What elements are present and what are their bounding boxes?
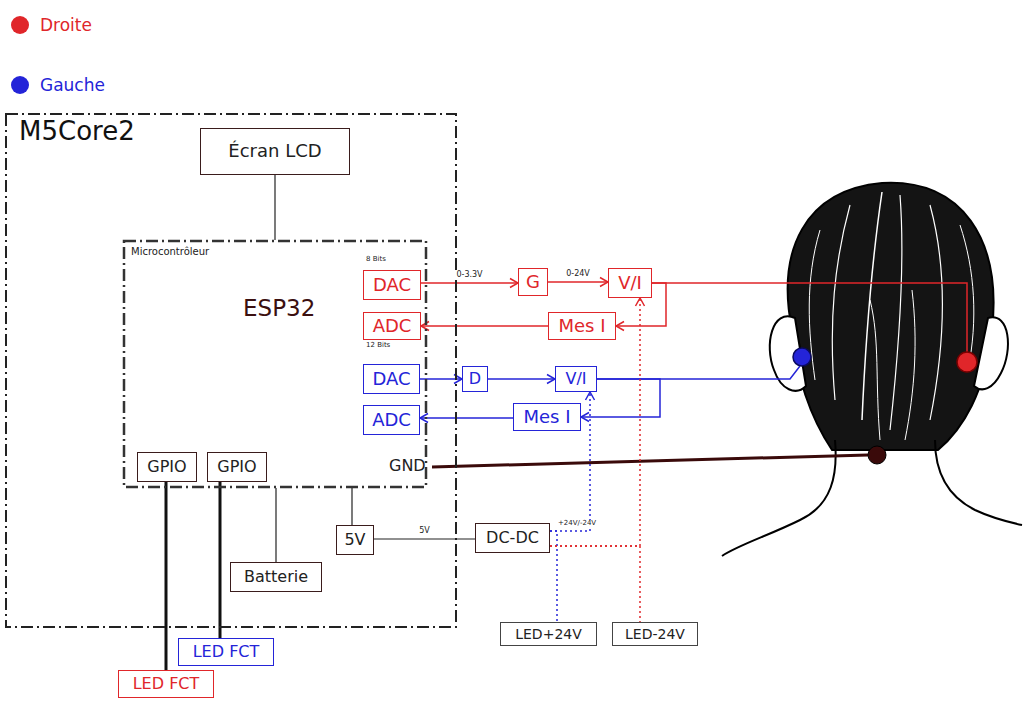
arrow-head: [547, 375, 555, 384]
dac-box: DAC: [363, 364, 420, 394]
battery-box: Batterie: [230, 562, 322, 592]
divider-box: D: [462, 366, 488, 392]
box-label: Écran LCD: [228, 141, 321, 162]
ground-electrode: [868, 446, 886, 464]
neck-right: [935, 440, 1022, 525]
signal-range: 0-24V: [565, 270, 591, 279]
supply-box: 5V: [336, 525, 374, 555]
box-label: GPIO: [147, 458, 186, 476]
box-label: 5V: [344, 531, 365, 549]
box-label: DC-DC: [486, 529, 539, 547]
box-label: D: [469, 370, 481, 388]
connector: [421, 325, 548, 327]
connector: [374, 538, 475, 539]
box-label: V/I: [618, 273, 642, 294]
frame-border: [6, 114, 456, 627]
connector: [165, 482, 168, 670]
gpio-box: GPIO: [207, 452, 267, 482]
arrow-head: [636, 298, 645, 306]
legend-text: Droite: [40, 16, 92, 35]
hair: [788, 183, 994, 450]
dac-box: DAC: [363, 270, 421, 300]
right-ear: [974, 317, 1008, 389]
box-label: Mes I: [558, 316, 605, 337]
box-label: G: [526, 272, 540, 293]
box-label: ADC: [373, 316, 412, 337]
arrow-head: [510, 279, 518, 288]
vi-converter-box: V/I: [608, 268, 652, 298]
frame-title: Microcontrôleur: [131, 246, 209, 257]
resolution-note: 8 Bits: [366, 256, 386, 264]
connector: [488, 378, 555, 380]
resolution-note: 12 Bits: [366, 342, 390, 350]
left-electrode: [793, 348, 811, 366]
arrow-head: [586, 392, 595, 400]
box-label: LED FCT: [193, 643, 260, 661]
frame-title: M5Core2: [19, 117, 135, 146]
red-signal-wire: [652, 283, 967, 352]
signal-range: 5V: [418, 527, 431, 536]
arrow-head: [600, 278, 608, 287]
voltage-label: +24V/-24V: [557, 520, 597, 528]
gain-box: G: [518, 268, 548, 296]
box-label: ADC: [372, 410, 411, 431]
box-label: DAC: [372, 369, 410, 390]
legend-swatch: [11, 16, 29, 34]
ground-wire: [432, 455, 868, 467]
adc-box: ADC: [363, 312, 421, 340]
current-sense-box: Mes I: [548, 312, 616, 340]
gpio-box: GPIO: [137, 452, 197, 482]
connector: [548, 281, 608, 283]
legend-text: Gauche: [40, 76, 105, 95]
led-box: LED FCT: [178, 638, 274, 666]
blue-signal-wire: [597, 366, 800, 379]
connector: [420, 417, 513, 419]
hair-strand: [832, 205, 850, 400]
frame-border: [124, 241, 426, 487]
connector: [274, 175, 275, 240]
current-sense-box: Mes I: [513, 403, 581, 431]
box-label: V/I: [565, 370, 586, 388]
box-label: Mes I: [523, 407, 570, 428]
device-frame: M5Core2Écran LCDMicrocontrôleurESP32DACA…: [5, 113, 457, 628]
connector: [421, 282, 518, 284]
connector: [550, 546, 640, 622]
hair-strand: [905, 290, 915, 440]
hair-strand: [870, 300, 880, 440]
hair-strand: [890, 195, 902, 430]
hair-strand: [930, 205, 942, 420]
pin-name: GND: [389, 457, 426, 475]
dcdc-box: DC-DC: [475, 523, 550, 553]
box-label: LED+24V: [515, 626, 582, 642]
right-electrode: [957, 352, 977, 372]
connector: [219, 482, 222, 638]
vi-converter-box: V/I: [555, 366, 597, 392]
connector: [550, 531, 557, 622]
microcontroller-frame: MicrocontrôleurESP32DACADCDACADCGPIOGPIO: [123, 240, 427, 488]
box-label: GPIO: [217, 458, 256, 476]
legend-swatch: [11, 76, 29, 94]
box-label: LED-24V: [625, 626, 685, 642]
hair-strand: [862, 192, 882, 420]
box-label: DAC: [373, 275, 411, 296]
connector: [351, 488, 352, 525]
signal-range: 0-3.3V: [455, 271, 483, 280]
adc-box: ADC: [363, 405, 420, 435]
box-label: Batterie: [244, 568, 308, 586]
chip-name: ESP32: [243, 296, 315, 321]
arrow-head: [616, 322, 624, 331]
led-box: LED+24V: [500, 622, 597, 646]
led-box: LED-24V: [612, 622, 698, 646]
lcd-box: Écran LCD: [200, 128, 350, 175]
connector: [275, 488, 276, 562]
led-box: LED FCT: [118, 670, 214, 698]
box-label: LED FCT: [133, 675, 200, 693]
arrow-head: [581, 413, 589, 422]
